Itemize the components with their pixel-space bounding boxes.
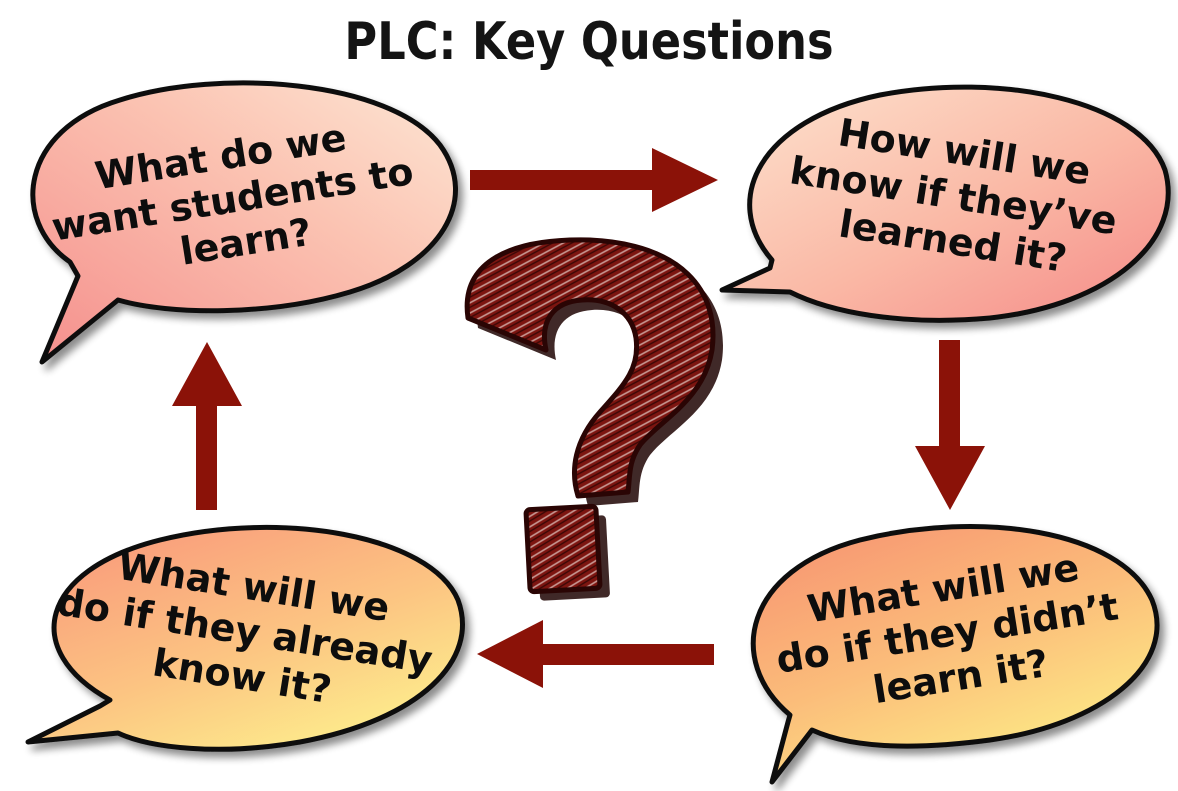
question-mark-icon bbox=[464, 237, 723, 601]
arrow-right-top bbox=[470, 148, 718, 212]
arrow-left-bottom bbox=[477, 620, 714, 688]
page-title: PLC: Key Questions bbox=[344, 12, 834, 72]
bubble-top-left bbox=[30, 80, 458, 365]
svg-text:What will we do if they: What will we do if they already know it? bbox=[47, 535, 455, 729]
bubble-bottom-left bbox=[25, 524, 465, 752]
arrow-down-right bbox=[915, 340, 985, 510]
bubble-bottom-right bbox=[750, 524, 1160, 785]
arrow-up-left bbox=[172, 342, 242, 510]
bubble-bottom-left-text: What will we do if they already know it? bbox=[47, 535, 455, 729]
bubble-top-right bbox=[719, 84, 1171, 323]
